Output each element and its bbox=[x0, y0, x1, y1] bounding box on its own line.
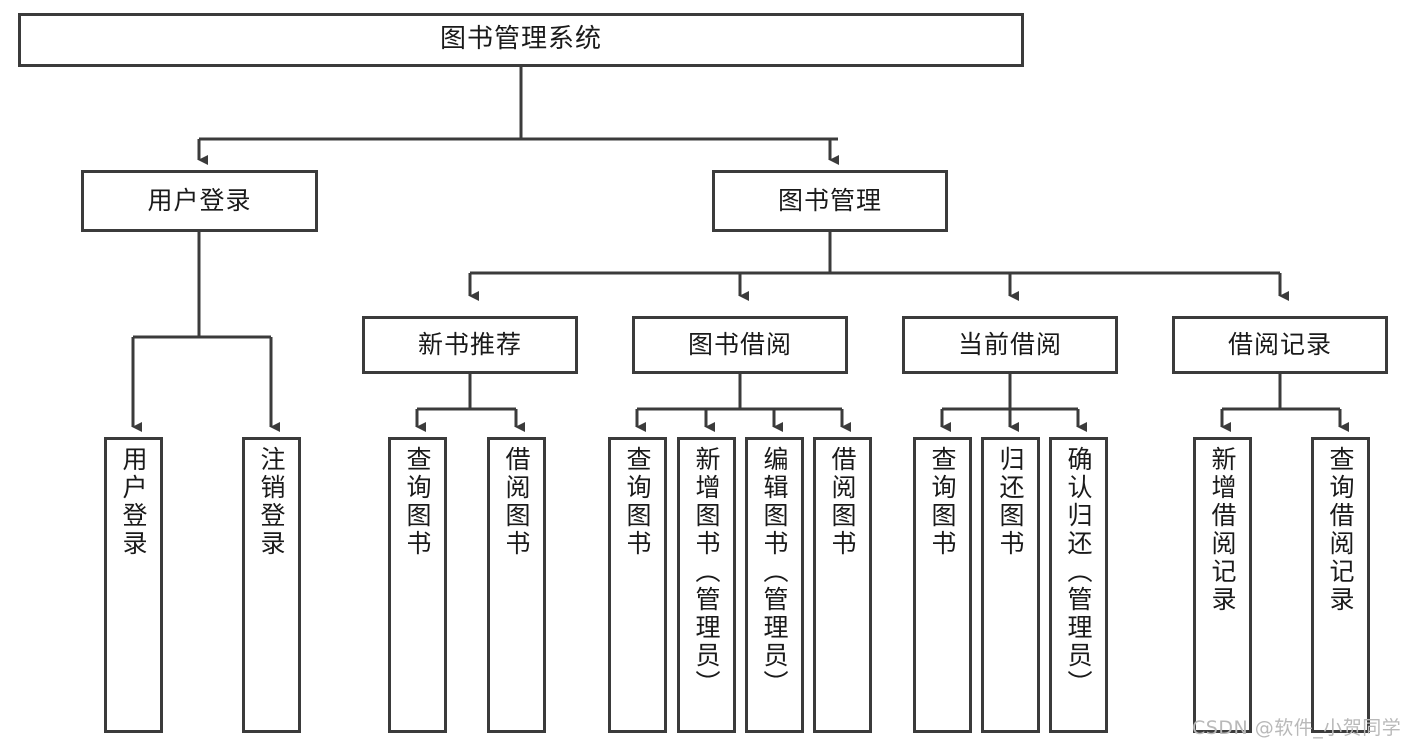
node-label: 新增图书（管理员） bbox=[692, 446, 721, 698]
node-label: 新书推荐 bbox=[417, 329, 522, 359]
leaf-user-login-login[interactable]: 用户登录 bbox=[104, 437, 163, 733]
node-root-system[interactable]: 图书管理系统 bbox=[18, 13, 1024, 67]
leaf-current-return-book[interactable]: 归还图书 bbox=[981, 437, 1040, 733]
node-label: 借阅图书 bbox=[502, 446, 531, 558]
node-book-borrow[interactable]: 图书借阅 bbox=[632, 316, 848, 374]
node-book-management[interactable]: 图书管理 bbox=[712, 170, 948, 232]
node-label: 查询图书 bbox=[623, 446, 652, 558]
node-label: 编辑图书（管理员） bbox=[760, 446, 789, 698]
leaf-current-confirm-return-admin[interactable]: 确认归还（管理员） bbox=[1049, 437, 1108, 733]
node-new-book-recommend[interactable]: 新书推荐 bbox=[362, 316, 578, 374]
node-label: 注销登录 bbox=[257, 446, 286, 558]
node-label: 归还图书 bbox=[996, 446, 1025, 558]
node-label: 用户登录 bbox=[119, 446, 148, 558]
node-label: 用户登录 bbox=[147, 185, 252, 215]
node-label: 图书管理系统 bbox=[439, 24, 602, 55]
node-label: 图书管理 bbox=[777, 185, 882, 215]
leaf-borrow-edit-book-admin[interactable]: 编辑图书（管理员） bbox=[745, 437, 804, 733]
node-label: 图书借阅 bbox=[687, 329, 792, 359]
node-current-borrow[interactable]: 当前借阅 bbox=[902, 316, 1118, 374]
leaf-borrow-add-book-admin[interactable]: 新增图书（管理员） bbox=[677, 437, 736, 733]
leaf-user-login-logout[interactable]: 注销登录 bbox=[242, 437, 301, 733]
leaf-borrow-borrow-book[interactable]: 借阅图书 bbox=[813, 437, 872, 733]
node-user-login[interactable]: 用户登录 bbox=[81, 170, 318, 232]
csdn-watermark: CSDN @软件_小贺同学 bbox=[1192, 717, 1402, 739]
node-label: 新增借阅记录 bbox=[1208, 446, 1237, 614]
node-label: 查询图书 bbox=[403, 446, 432, 558]
node-label: 当前借阅 bbox=[957, 329, 1062, 359]
leaf-record-query-record[interactable]: 查询借阅记录 bbox=[1311, 437, 1370, 733]
node-borrow-record[interactable]: 借阅记录 bbox=[1172, 316, 1388, 374]
node-label: 确认归还（管理员） bbox=[1064, 446, 1093, 698]
leaf-record-add-record[interactable]: 新增借阅记录 bbox=[1193, 437, 1252, 733]
leaf-current-query-book[interactable]: 查询图书 bbox=[913, 437, 972, 733]
leaf-recommend-borrow-book[interactable]: 借阅图书 bbox=[487, 437, 546, 733]
leaf-recommend-query-book[interactable]: 查询图书 bbox=[388, 437, 447, 733]
leaf-borrow-query-book[interactable]: 查询图书 bbox=[608, 437, 667, 733]
node-label: 借阅记录 bbox=[1227, 329, 1332, 359]
node-label: 查询借阅记录 bbox=[1326, 446, 1355, 614]
node-label: 借阅图书 bbox=[828, 446, 857, 558]
node-label: 查询图书 bbox=[928, 446, 957, 558]
